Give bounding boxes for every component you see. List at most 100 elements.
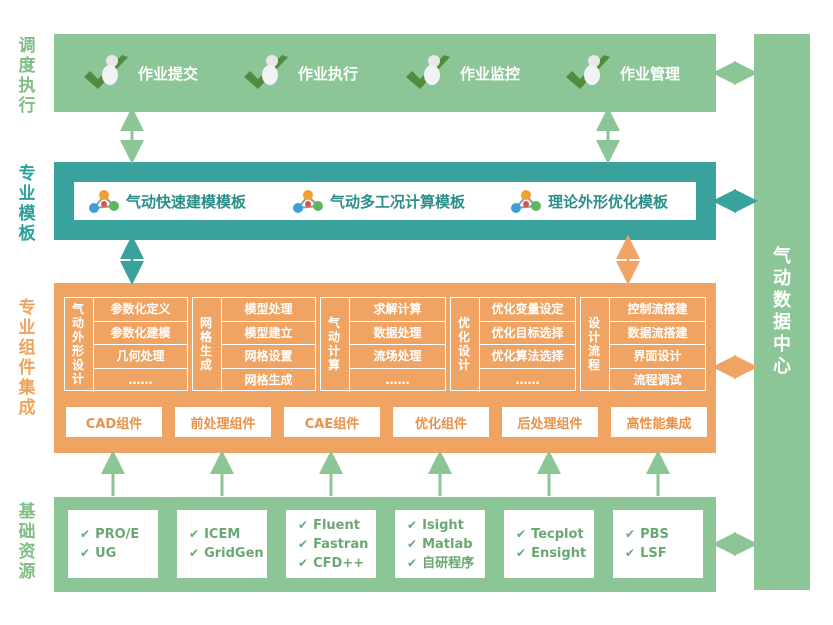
group-aero-shape-design: 气动外形设计 参数化定义 参数化建模 几何处理 …… [64, 297, 188, 392]
group-item[interactable]: 模型处理 [221, 298, 315, 322]
template-quick-modeling[interactable]: 气动快速建模模板 [86, 182, 246, 220]
template-multi-condition[interactable]: 气动多工况计算模板 [290, 182, 465, 220]
group-item[interactable]: 参数化建模 [93, 321, 187, 345]
group-item[interactable]: 求解计算 [349, 298, 445, 322]
module-hpc[interactable]: 高性能集成 [611, 407, 707, 437]
check-icon: ✔ [298, 555, 309, 570]
module-postprocess[interactable]: 后处理组件 [502, 407, 598, 437]
group-item[interactable]: 数据处理 [349, 321, 445, 345]
group-item[interactable]: 模型建立 [221, 321, 315, 345]
side-label-template: 专业模板 [16, 164, 38, 244]
template-bar: 气动快速建模模板 气动多工况计算模板 理论外形优化模板 [74, 182, 696, 220]
resource-label: Isight [422, 517, 464, 533]
group-title: 网格生成 [199, 316, 212, 372]
group-item[interactable]: 网格设置 [221, 345, 315, 369]
resource-item[interactable]: ✔Matlab [407, 535, 485, 554]
group-item[interactable]: 控制流搭建 [609, 298, 705, 322]
group-item[interactable]: …… [479, 368, 575, 392]
resource-item[interactable]: ✔ Ensight [516, 544, 594, 563]
person-check-icon [566, 55, 610, 89]
resource-item[interactable]: ✔ LSF [625, 544, 703, 563]
check-icon: ✔ [189, 546, 200, 560]
group-mesh-generation: 网格生成 模型处理 模型建立 网格设置 网格生成 [192, 297, 316, 392]
group-item[interactable]: …… [349, 368, 445, 392]
aero-data-center: 气动数据中心 [754, 34, 810, 590]
group-item[interactable]: 流场处理 [349, 345, 445, 369]
check-icon: ✔ [298, 517, 309, 532]
module-optimization[interactable]: 优化组件 [393, 407, 489, 437]
resource-item[interactable]: ✔ Tecplot [516, 525, 594, 544]
group-title: 气动外形设计 [71, 302, 84, 386]
check-icon: ✔ [625, 546, 636, 560]
resource-item[interactable]: ✔PBS [625, 525, 703, 544]
resource-item[interactable]: ✔Fastran [298, 535, 376, 554]
check-icon: ✔ [407, 536, 418, 551]
job-item-manage[interactable]: 作业管理 [564, 46, 680, 100]
job-label: 作业提交 [138, 64, 199, 83]
template-label: 气动快速建模模板 [126, 192, 247, 211]
check-icon: ✔ [516, 527, 527, 541]
resources-layer: ✔PRO/E✔UG ✔ICEM✔GridGen ✔Fluent✔Fastran✔… [54, 497, 716, 592]
resource-item[interactable]: ✔ Isight [407, 516, 485, 535]
molecule-icon [293, 190, 323, 213]
schedule-layer: 作业提交 作业执行 作业监控 作业管理 [54, 34, 716, 112]
resource-label: LSF [640, 546, 667, 561]
resource-item[interactable]: ✔ CFD++ [298, 554, 376, 573]
module-cad[interactable]: CAD组件 [66, 407, 162, 437]
group-item[interactable]: 优化变量设定 [479, 298, 575, 322]
resource-label: UG [95, 546, 117, 561]
group-item[interactable]: 数据流搭建 [609, 321, 705, 345]
resource-item[interactable]: ✔GridGen [189, 544, 267, 563]
job-item-execute[interactable]: 作业执行 [242, 46, 358, 100]
side-label-text: 调度执行 [18, 36, 36, 116]
side-label-components: 专业组件集成 [16, 298, 38, 418]
resource-item[interactable]: ✔ICEM [189, 525, 267, 544]
job-item-monitor[interactable]: 作业监控 [404, 46, 520, 100]
resource-box-mesh: ✔ICEM✔GridGen [177, 510, 267, 578]
template-layer: 气动快速建模模板 气动多工况计算模板 理论外形优化模板 [54, 162, 716, 240]
side-label-schedule: 调度执行 [16, 36, 38, 116]
resource-box-solver: ✔Fluent✔Fastran✔CFD++ [286, 510, 376, 578]
module-preprocess[interactable]: 前处理组件 [175, 407, 271, 437]
resource-label: Tecplot [531, 527, 584, 542]
check-icon: ✔ [189, 527, 200, 541]
check-icon: ✔ [625, 527, 636, 541]
resource-item[interactable]: ✔ Fluent [298, 516, 376, 535]
resource-label: Fastran [313, 536, 369, 552]
group-item[interactable]: 参数化定义 [93, 298, 187, 322]
group-item[interactable]: …… [93, 368, 187, 392]
group-item[interactable]: 流程调试 [609, 368, 705, 392]
resource-item[interactable]: ✔PRO/E [80, 525, 158, 544]
group-aero-computation: 气动计算 求解计算 数据处理 流场处理 …… [320, 297, 446, 392]
resource-item[interactable]: ✔ UG [80, 544, 158, 563]
check-icon: ✔ [407, 555, 418, 570]
group-item[interactable]: 界面设计 [609, 345, 705, 369]
check-icon: ✔ [407, 517, 418, 532]
job-item-submit[interactable]: 作业提交 [82, 46, 198, 100]
data-center-label: 气动数据中心 [773, 246, 791, 377]
template-label: 气动多工况计算模板 [330, 192, 466, 211]
group-item[interactable]: 网格生成 [221, 368, 315, 392]
group-item[interactable]: 优化算法选择 [479, 345, 575, 369]
job-label: 作业管理 [620, 64, 681, 83]
side-label-text: 专业模板 [18, 164, 36, 244]
resource-label: 自研程序 [422, 555, 475, 571]
molecule-icon [511, 190, 541, 213]
resource-box-postprocess: ✔ Tecplot ✔ Ensight [504, 510, 594, 578]
group-item[interactable]: 几何处理 [93, 345, 187, 369]
job-label: 作业执行 [298, 64, 359, 83]
module-cae[interactable]: CAE组件 [284, 407, 380, 437]
group-item[interactable]: 优化目标选择 [479, 321, 575, 345]
template-shape-optimization[interactable]: 理论外形优化模板 [508, 182, 668, 220]
group-title: 优化设计 [457, 316, 470, 372]
check-icon: ✔ [516, 546, 527, 560]
check-icon: ✔ [80, 546, 91, 560]
side-label-text: 基础资源 [18, 502, 36, 582]
resource-label: CFD++ [313, 555, 365, 571]
person-check-icon [244, 55, 288, 89]
resource-label: Ensight [531, 546, 587, 561]
group-optimization-design: 优化设计 优化变量设定 优化目标选择 优化算法选择 …… [450, 297, 576, 392]
resource-item[interactable]: ✔ 自研程序 [407, 554, 485, 573]
template-label: 理论外形优化模板 [548, 192, 669, 211]
resource-label: Fluent [313, 517, 360, 533]
